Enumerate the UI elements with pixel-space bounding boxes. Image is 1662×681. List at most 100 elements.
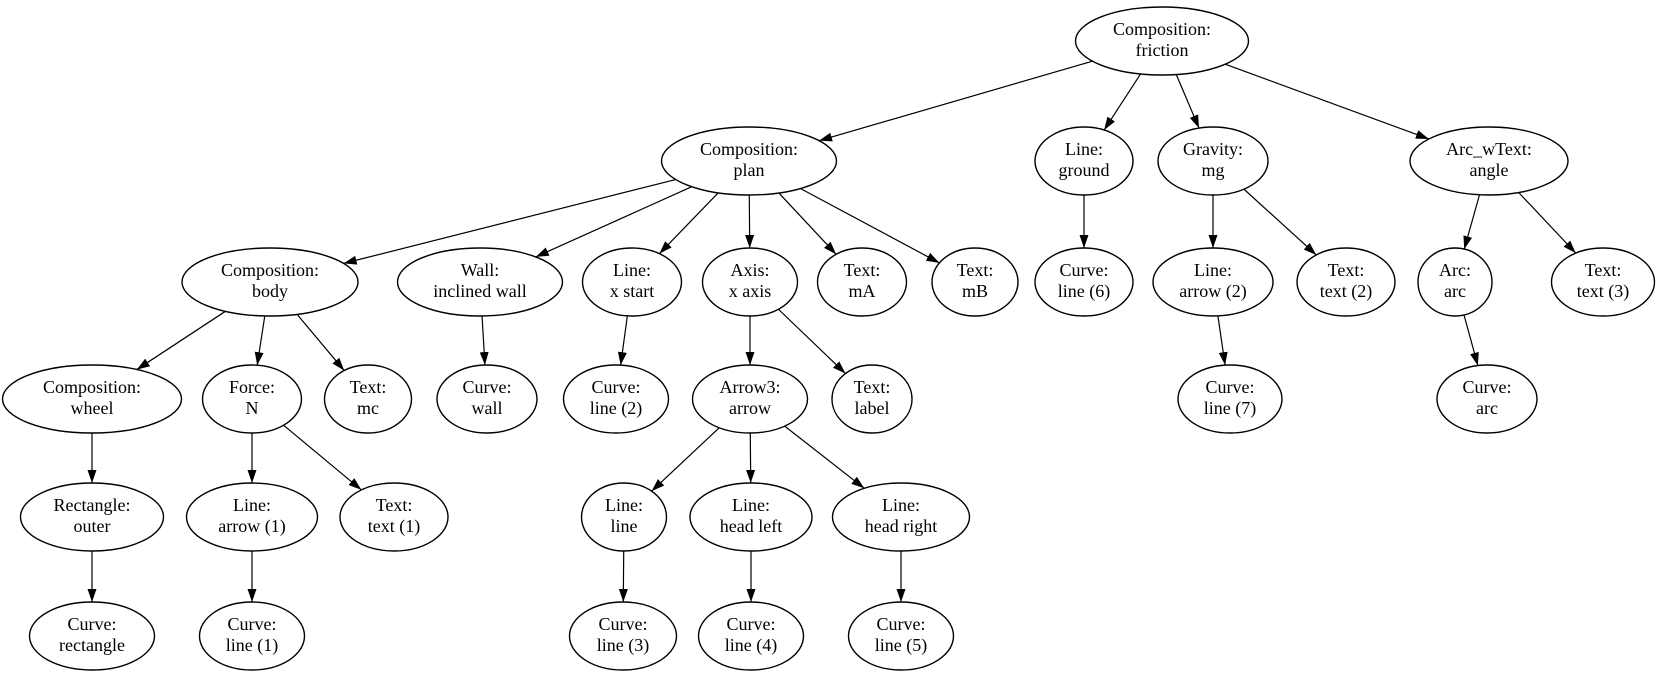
tree-node-body: Composition:body <box>181 247 359 317</box>
tree-node-cline2: Curve:line (2) <box>562 364 670 434</box>
node-ellipse <box>323 364 413 434</box>
node-ellipse <box>697 601 805 671</box>
node-label-type: Line: <box>233 495 271 515</box>
node-ellipse <box>181 247 359 317</box>
node-label-name: text (3) <box>1577 281 1629 302</box>
node-label-type: Arc_wText: <box>1446 139 1532 159</box>
node-ellipse <box>931 247 1019 317</box>
tree-node-mc: Text:mc <box>323 364 413 434</box>
edge-plan-to-wall <box>535 186 693 258</box>
node-label-name: wall <box>472 398 503 418</box>
tree-node-cline1: Curve:line (1) <box>198 601 306 671</box>
node-label-name: arc <box>1444 281 1466 301</box>
tree-node-arc: Arc:arc <box>1417 247 1493 317</box>
node-ellipse <box>201 364 303 434</box>
edge-angle-to-text3 <box>1518 192 1577 254</box>
tree-node-xstart: Line:x start <box>581 247 683 317</box>
edge-arrow2-to-cline7 <box>1217 315 1228 366</box>
node-label-type: Curve: <box>68 614 117 634</box>
node-label-name: line (2) <box>590 398 642 419</box>
node-label-type: Curve: <box>727 614 776 634</box>
node-label-type: Curve: <box>463 377 512 397</box>
edge-body-to-forceN <box>254 315 266 366</box>
node-label-type: Rectangle: <box>54 495 131 515</box>
node-label-type: Wall: <box>461 260 500 280</box>
edge-friction-to-angle <box>1225 63 1430 140</box>
node-ellipse <box>691 364 809 434</box>
tree-node-ground: Line:ground <box>1034 126 1134 196</box>
node-ellipse <box>660 126 838 196</box>
edge-plan-to-body <box>343 178 676 265</box>
node-label-name: arrow (2) <box>1179 281 1246 302</box>
node-label-type: Gravity: <box>1183 139 1243 159</box>
tree-node-text3: Text:text (3) <box>1550 247 1656 317</box>
node-ellipse <box>185 482 319 552</box>
node-label-type: Text: <box>844 260 881 280</box>
node-label-name: rectangle <box>59 635 125 655</box>
node-label-type: Curve: <box>1206 377 1255 397</box>
edge-arc-to-carc <box>1463 314 1479 366</box>
tree-node-wall: Wall:inclined wall <box>396 247 564 317</box>
node-label-name: line (1) <box>226 635 278 656</box>
node-label-name: mA <box>849 281 876 301</box>
node-label-type: Text: <box>1328 260 1365 280</box>
node-label-type: Curve: <box>877 614 926 634</box>
node-label-name: outer <box>74 516 111 536</box>
node-label-type: Composition: <box>221 260 319 280</box>
edge-friction-to-ground <box>1103 73 1142 131</box>
node-label-type: Line: <box>732 495 770 515</box>
tree-node-plan: Composition:plan <box>660 126 838 196</box>
node-ellipse <box>1157 126 1269 196</box>
node-label-name: wheel <box>71 398 114 418</box>
node-ellipse <box>1409 126 1569 196</box>
tree-node-text1: Text:text (1) <box>339 482 449 552</box>
node-ellipse <box>831 482 971 552</box>
node-ellipse <box>19 482 165 552</box>
node-label-name: arrow <box>729 398 771 418</box>
node-label-name: mc <box>357 398 379 418</box>
node-ellipse <box>831 364 913 434</box>
tree-node-cline6: Curve:line (6) <box>1034 247 1134 317</box>
edge-friction-to-mg <box>1175 74 1200 129</box>
tree-node-cwall: Curve:wall <box>436 364 538 434</box>
node-ellipse <box>562 364 670 434</box>
edge-xstart-to-cline2 <box>617 315 628 366</box>
node-label-name: line (5) <box>875 635 927 656</box>
node-label-name: line (4) <box>725 635 777 656</box>
tree-node-xaxis: Axis:x axis <box>701 247 799 317</box>
tree-node-text2: Text:text (2) <box>1296 247 1396 317</box>
tree-node-friction: Composition:friction <box>1074 6 1250 76</box>
tree-node-angle: Arc_wText:angle <box>1409 126 1569 196</box>
edge-plan-to-xstart <box>658 192 719 255</box>
node-ellipse <box>1034 247 1134 317</box>
node-ellipse <box>568 601 678 671</box>
node-ellipse <box>1296 247 1396 317</box>
tree-node-arrow1: Line:arrow (1) <box>185 482 319 552</box>
tree-node-crect: Curve:rectangle <box>28 601 156 671</box>
node-ellipse <box>28 601 156 671</box>
node-label-name: line <box>611 516 638 536</box>
tree-node-carc: Curve:arc <box>1436 364 1538 434</box>
node-label-type: Line: <box>1065 139 1103 159</box>
node-label-name: x axis <box>729 281 772 301</box>
edge-layer <box>87 60 1577 603</box>
node-ellipse <box>847 601 955 671</box>
node-label-name: label <box>855 398 890 418</box>
edge-arrow3-to-lline <box>651 427 720 492</box>
node-ellipse <box>436 364 538 434</box>
node-label-name: angle <box>1470 160 1509 180</box>
tree-node-headright: Line:head right <box>831 482 971 552</box>
node-label-name: N <box>246 398 259 418</box>
edge-angle-to-arc <box>1463 194 1481 250</box>
tree-node-cline7: Curve:line (7) <box>1177 364 1283 434</box>
tree-node-wheel: Composition:wheel <box>1 364 183 434</box>
edge-body-to-mc <box>296 313 345 371</box>
node-label-name: mg <box>1201 160 1224 180</box>
node-label-type: Arc: <box>1439 260 1471 280</box>
node-label-type: Line: <box>605 495 643 515</box>
node-layer: Composition:frictionComposition:planLine… <box>1 6 1656 671</box>
node-ellipse <box>339 482 449 552</box>
node-label-name: head left <box>720 516 782 536</box>
tree-node-label: Text:label <box>831 364 913 434</box>
